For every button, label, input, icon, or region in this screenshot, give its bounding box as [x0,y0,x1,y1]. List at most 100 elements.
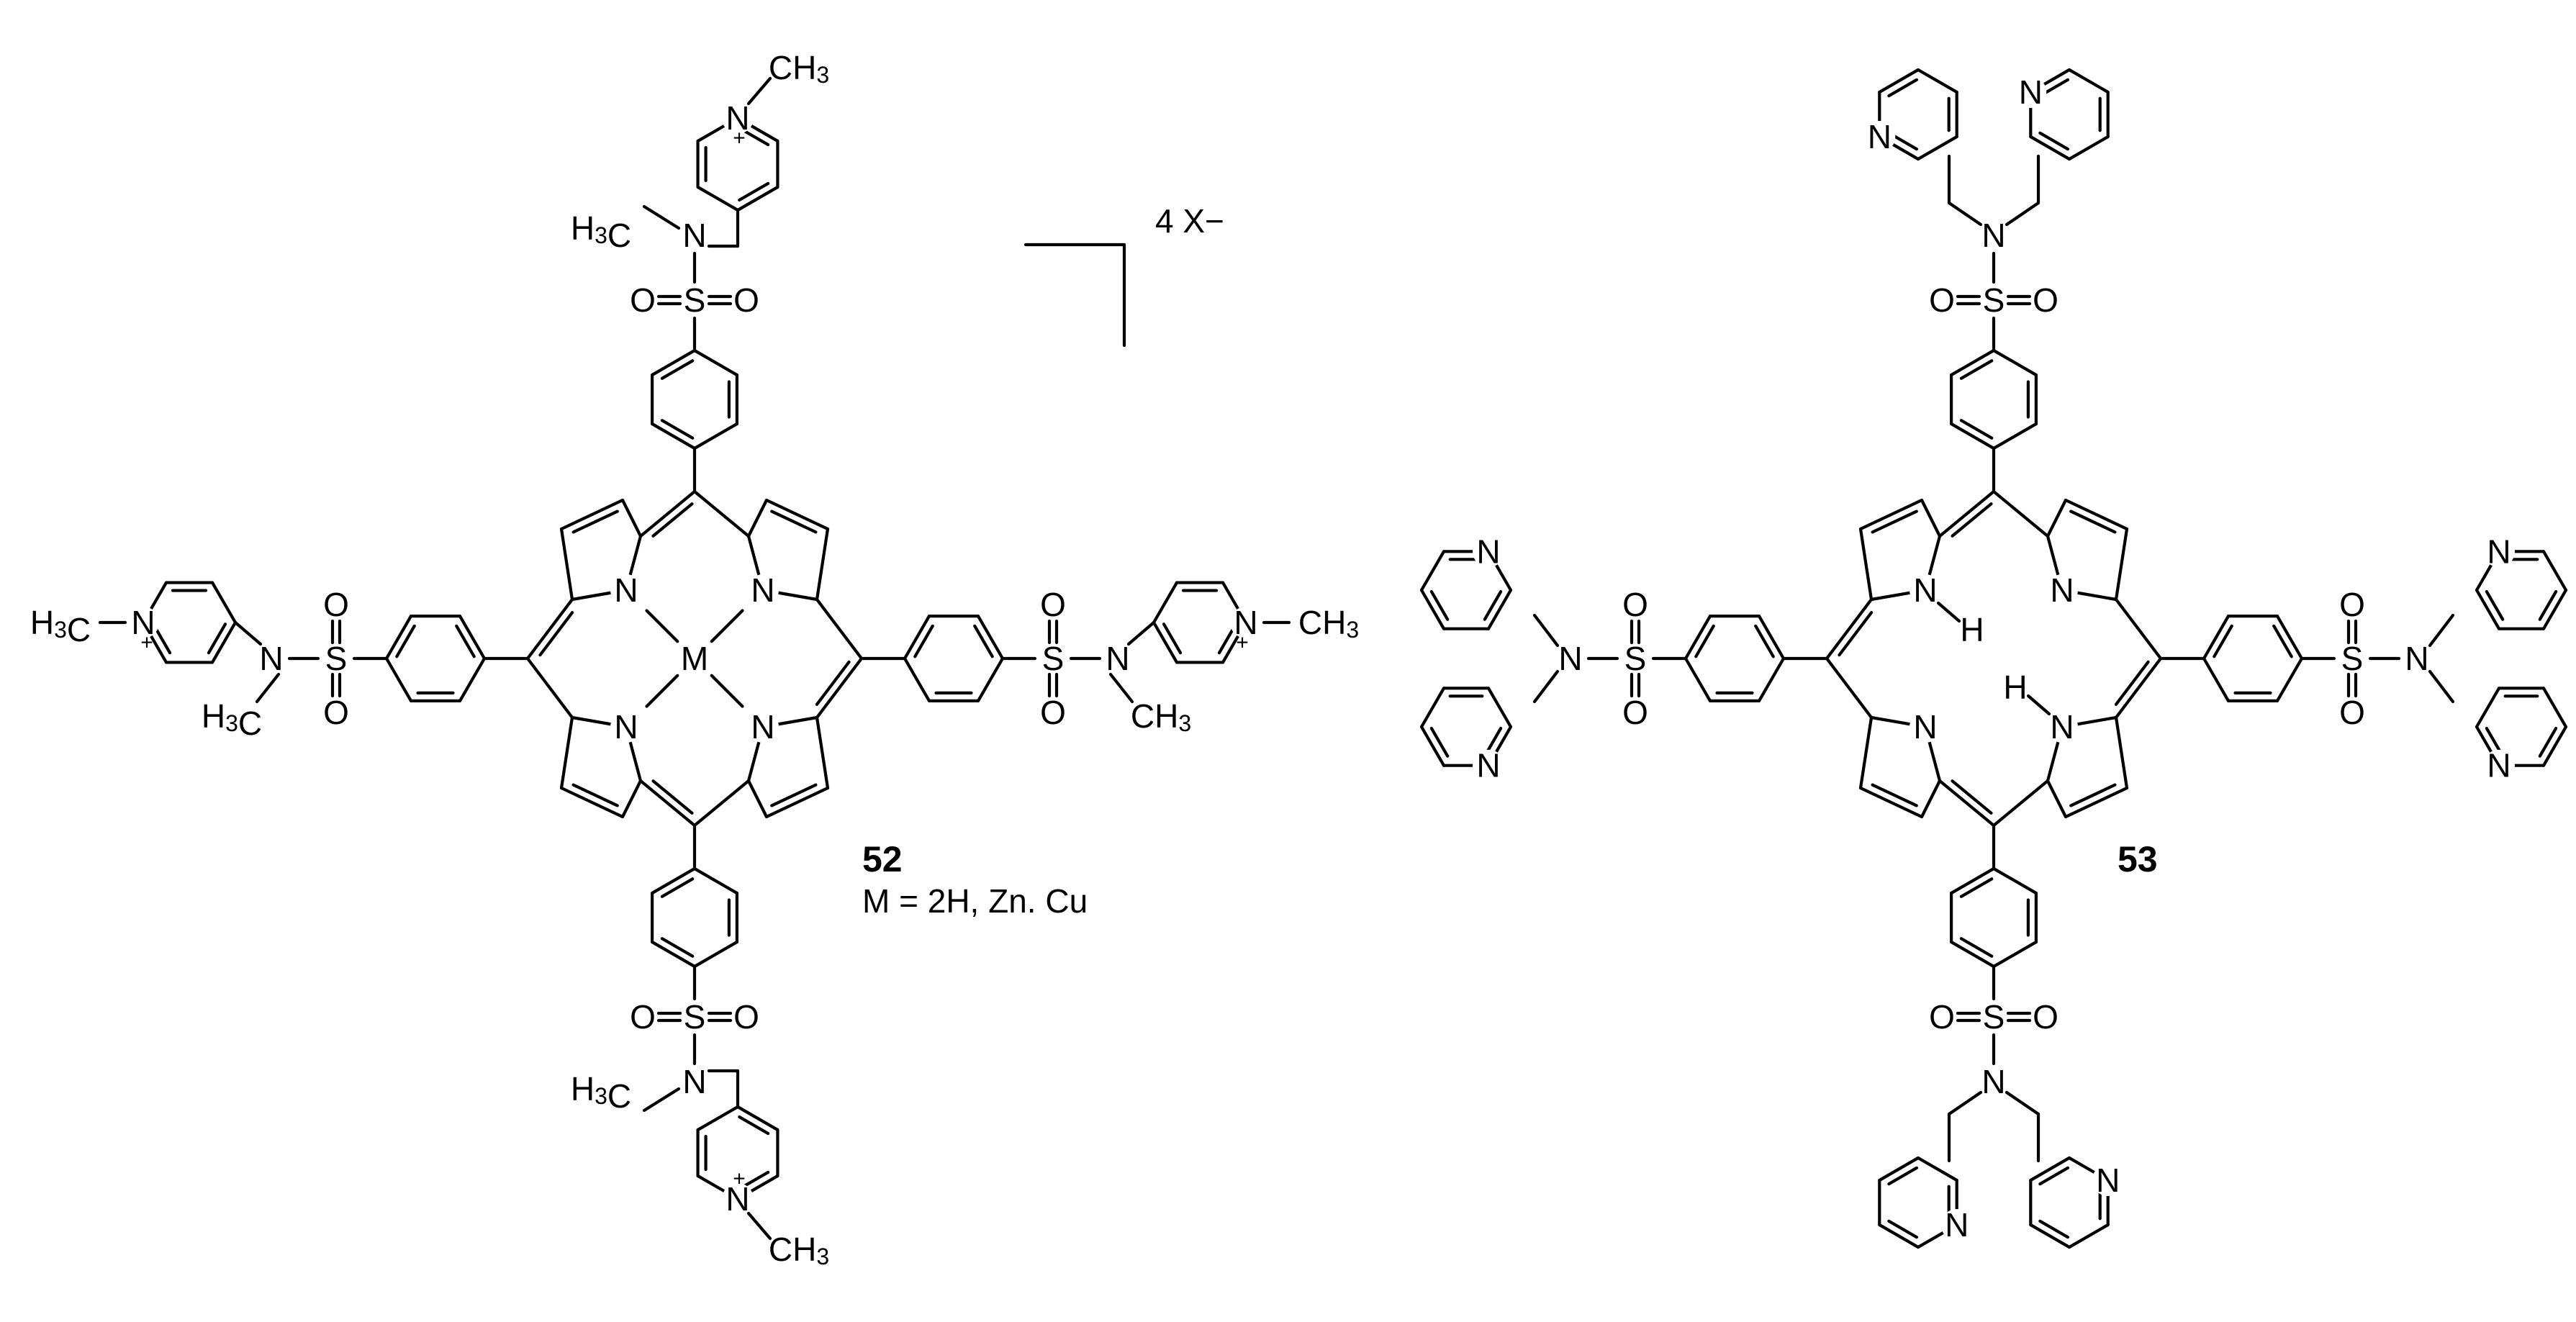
n-methyl-group: H3C [571,209,631,254]
bond-line [638,779,697,828]
bond-line [1858,527,1874,602]
bond-line [692,866,738,895]
bond-line [815,597,864,661]
atom-label-backdrop [679,1001,710,1033]
bond-line [1825,656,1874,720]
bond-line [559,715,574,790]
double-bond-line [1887,1166,1919,1186]
double-bond-line [538,611,574,657]
coordination-bond [645,674,679,708]
atom-label-backdrop [1940,1209,1973,1241]
bond-line [692,422,738,451]
atom-label-backdrop [1978,1066,2010,1097]
bond-line [458,615,487,661]
bond-line [525,656,574,720]
double-bond-line [815,660,851,706]
sulfonamide-nitrogen: N [682,1063,706,1100]
bond-line [1858,498,1924,531]
pyrrole-nitrogen: N [614,571,638,609]
double-bond-line [1951,779,1993,815]
atom-label-backdrop [1473,749,1504,782]
pyridinium-nitrogen: N [1234,604,1257,641]
double-bond-line [2038,131,2070,151]
bond-line [2541,588,2568,630]
bond-line [2067,68,2110,94]
pyridine-nitrogen: N [1945,1206,1969,1244]
bond-line [1920,779,1942,819]
bond-line [746,498,769,538]
sulfonyl-sulfur: S [1983,998,2005,1036]
atom-label-backdrop [2401,643,2433,674]
pyridine-nitrogen: N [2487,747,2511,784]
bond-line [2541,725,2568,767]
bond-line [1532,613,1560,648]
double-bond-line [660,419,695,440]
bond-line [1950,940,1996,969]
pyridinium-nitrogen: N [131,604,155,641]
coordination-bond [710,674,744,708]
positive-charge: + [1236,631,1249,655]
atom-label-backdrop [679,1066,710,1097]
bond-line [651,940,697,969]
bond-line [764,786,830,819]
double-bond-line [1887,1219,1919,1239]
sulfonamide-nitrogen: N [682,217,706,254]
atom-label-backdrop [722,1183,754,1215]
bond-line [2029,135,2071,161]
n-methyl-group: CH3 [1131,697,1191,736]
double-bond-line [1162,622,1183,655]
pyridine-nitrogen: N [1476,533,1500,570]
atom-label-backdrop [2046,711,2078,743]
sulfonyl-oxygen: O [1622,586,1648,623]
double-bond-line [651,502,694,538]
bond-line [638,489,697,538]
pyrrole-nitrogen: N [751,571,774,609]
double-bond-line [2538,589,2558,621]
positive-charge: + [140,631,153,655]
pyridinium-methyl: CH3 [769,1231,829,1269]
bond-line [559,527,574,602]
atom-label-backdrop [1978,1001,2010,1033]
inner-nh-hydrogen: H [1960,611,1984,648]
positive-charge: + [733,1167,746,1191]
bond-line [2067,1223,2110,1249]
bond-line [1947,1090,1983,1116]
sulfonyl-oxygen: O [1929,998,1955,1036]
sulfonyl-oxygen: O [323,694,349,731]
atom-label-backdrop [2483,749,2515,782]
bond-line [1757,656,1786,702]
atom-label-backdrop [320,643,352,674]
bond-line [815,715,830,790]
atom-label-backdrop [610,711,642,743]
bond-line [1419,588,1446,630]
atom-label-backdrop [127,607,159,638]
double-bond-line [770,783,818,807]
sulfonamide-nitrogen: N [1981,1063,2005,1100]
bond-line [1938,779,1996,828]
sulfonyl-oxygen: O [630,998,656,1036]
bond-line [692,779,751,828]
nh-bond [2026,694,2051,716]
atom-label-backdrop [1978,219,2010,251]
bond-line [2029,1223,2071,1249]
double-bond-line [395,624,416,658]
double-bond-line [1838,611,1874,657]
sulfonyl-sulfur: S [684,998,706,1036]
double-bond-line [1871,510,1918,534]
sulfonyl-oxygen: O [1040,586,1066,623]
bond-line [746,1211,772,1241]
double-bond-line [1754,624,1775,658]
double-bond-line [738,181,770,202]
double-bond-line [1959,359,1994,380]
bond-line [384,615,413,661]
double-bond-line [660,877,695,898]
sulfonyl-oxygen: O [630,281,656,319]
bond-line [2005,1090,2041,1116]
bond-line [651,866,697,895]
bond-line [1108,672,1134,704]
pyridinium-nitrogen: N [726,1180,749,1218]
bond-line [696,1105,740,1132]
bond-line [233,620,263,646]
bond-line [815,656,864,720]
